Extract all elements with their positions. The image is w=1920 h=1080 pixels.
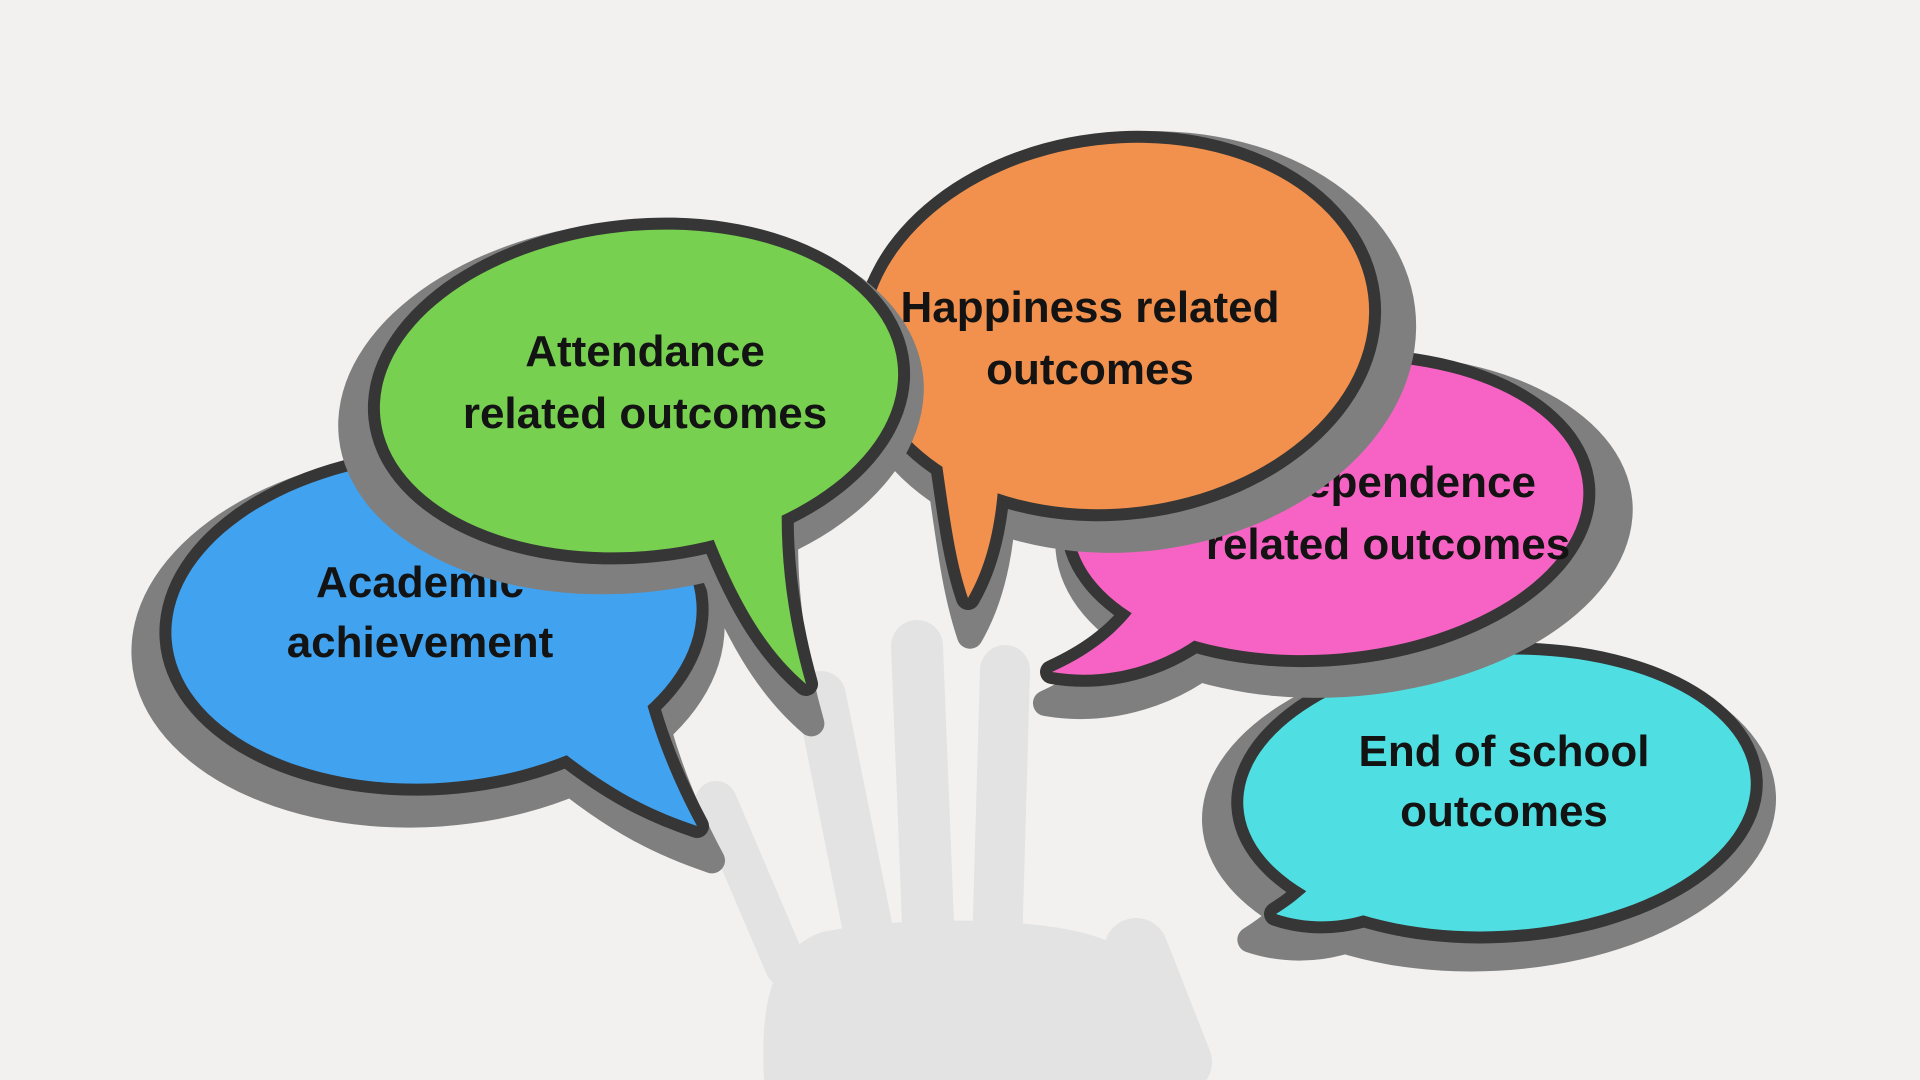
bubble-outline bbox=[854, 130, 1382, 610]
bubble-outline bbox=[1231, 642, 1763, 944]
bubble-fill bbox=[379, 229, 899, 684]
bubble-fill bbox=[866, 142, 1370, 598]
speech-bubble-attendance: Attendance related outcomes bbox=[338, 217, 924, 737]
bubble-fill bbox=[1243, 654, 1751, 932]
hand-finger-ring bbox=[796, 671, 897, 975]
hand-thumb bbox=[1104, 918, 1212, 1080]
speech-bubble-end-of-school: End of school outcomes bbox=[1201, 642, 1777, 972]
bubble-label-line2: outcomes bbox=[1400, 787, 1608, 836]
bubble-label-line2: achievement bbox=[287, 618, 554, 667]
bubble-label-line2: related outcomes bbox=[1206, 520, 1570, 569]
hand-finger-middle bbox=[891, 620, 955, 974]
bubble-label-line2: related outcomes bbox=[463, 389, 827, 438]
hand-photo bbox=[695, 620, 1212, 1080]
bubble-label-line2: outcomes bbox=[986, 345, 1194, 394]
hand-finger-pinky bbox=[695, 781, 807, 987]
bubble-label-line1: End of school bbox=[1359, 727, 1650, 776]
speech-bubble-happiness: Happiness related outcomes bbox=[847, 130, 1417, 649]
hand-finger-index bbox=[972, 645, 1030, 975]
bubble-outline bbox=[367, 217, 911, 696]
bubble-label-line1: Happiness related bbox=[900, 283, 1279, 332]
bubble-label-line1: Attendance bbox=[525, 327, 765, 376]
